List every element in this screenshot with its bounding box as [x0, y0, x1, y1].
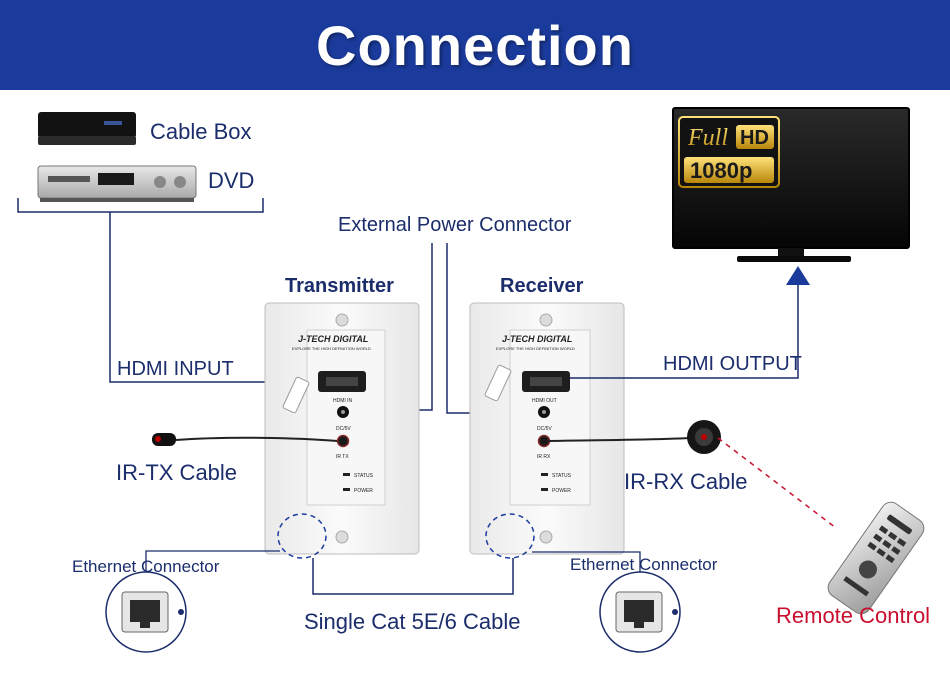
page-title: Connection: [316, 13, 634, 77]
hdmi-output-label: HDMI OUTPUT: [663, 353, 802, 375]
rx-tagline: EXPLORE THE HIGH DEFINITION WORLD: [496, 346, 575, 351]
rx-status-text: STATUS: [552, 473, 572, 479]
badge-res-text: 1080p: [690, 158, 752, 183]
remote-device: [827, 501, 925, 615]
hdmi-output-line: [570, 283, 799, 379]
header-banner: Connection: [0, 0, 950, 90]
rx-power-text: POWER: [552, 488, 571, 494]
rx-ir-text: IR RX: [537, 454, 551, 460]
tx-ir-text: IR TX: [336, 454, 349, 460]
ir-rx-label: IR-RX Cable: [624, 469, 747, 494]
ir-rx-cable: [548, 420, 721, 454]
ir-signal-line: [717, 437, 837, 529]
tx-dc-text: DC/5V: [336, 426, 351, 432]
badge-hd-text: HD: [740, 127, 769, 149]
ir-tx-cable: [152, 433, 338, 446]
cable-box-label: Cable Box: [150, 119, 252, 144]
receiver-wallplate: J-TECH DIGITAL EXPLORE THE HIGH DEFINITI…: [469, 302, 625, 555]
ethernet-right-label: Ethernet Connector: [570, 555, 718, 574]
transmitter-label: Transmitter: [285, 275, 394, 297]
dvd-device: [37, 165, 197, 202]
transmitter-wallplate: J-TECH DIGITAL EXPLORE THE HIGH DEFINITI…: [264, 302, 420, 555]
badge-full-text: Full: [687, 125, 728, 151]
external-power-label: External Power Connector: [338, 214, 572, 236]
remote-control-label: Remote Control: [776, 603, 930, 628]
hdmi-input-line: [109, 212, 320, 383]
ir-tx-label: IR-TX Cable: [116, 460, 237, 485]
full-hd-badge: Full HD 1080p: [678, 116, 780, 188]
ethernet-left-label: Ethernet Connector: [72, 557, 220, 576]
rx-brand: J-TECH DIGITAL: [502, 334, 572, 344]
dvd-label: DVD: [208, 168, 254, 193]
tx-ethernet-port-highlight: [277, 513, 327, 559]
receiver-label: Receiver: [500, 275, 584, 297]
ethernet-left-leader: [145, 550, 280, 575]
ethernet-right-zoom: [599, 571, 681, 653]
rx-dc-text: DC/5V: [537, 426, 552, 432]
tx-status-text: STATUS: [354, 473, 374, 479]
tx-brand: J-TECH DIGITAL: [298, 334, 368, 344]
cable-box-device: [38, 112, 136, 145]
tx-tagline: EXPLORE THE HIGH DEFINITION WORLD: [292, 346, 371, 351]
tx-hdmi-in-text: HDMI IN: [333, 398, 353, 404]
tx-power-text: POWER: [354, 488, 373, 494]
cat-cable-label: Single Cat 5E/6 Cable: [304, 609, 520, 634]
rx-hdmi-out-text: HDMI OUT: [532, 398, 557, 404]
rx-ethernet-port-highlight: [485, 513, 535, 559]
ethernet-right-leader: [532, 551, 641, 575]
ethernet-left-zoom: [105, 571, 187, 653]
hdmi-input-label: HDMI INPUT: [117, 358, 234, 380]
hdmi-output-arrow: [786, 266, 810, 285]
sources-bracket: [17, 198, 264, 213]
cat-cable-bracket: [312, 558, 514, 595]
